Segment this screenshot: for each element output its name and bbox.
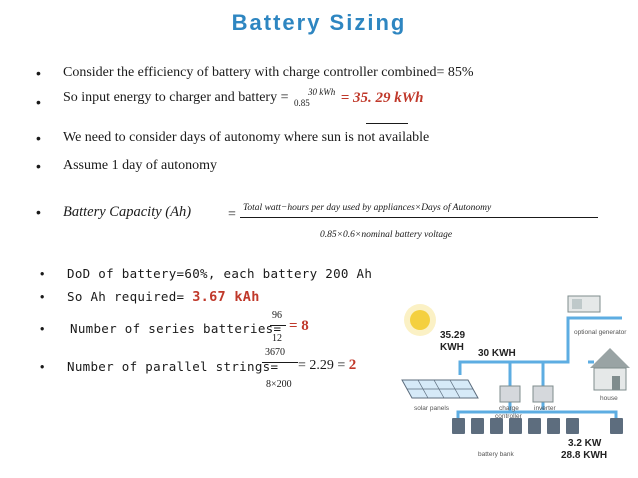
kw-label: 3.2 KW xyxy=(568,438,602,449)
bullet-text: DoD of battery=60%, each battery 200 Ah xyxy=(67,266,373,281)
solar-panels-icon xyxy=(401,379,479,399)
solar-system-diagram: 35.29 KWH 30 KWH solar panels charge con… xyxy=(401,295,630,461)
thirty-kwh-label: 30 KWH xyxy=(478,348,516,359)
input-energy-text: So input energy to charger and battery = xyxy=(63,90,289,105)
slide-title: Battery Sizing xyxy=(231,10,407,35)
energy-label: 35.29 xyxy=(440,330,465,341)
bullet-dot: • xyxy=(36,204,41,220)
input-energy-result: = 35. 29 kWh xyxy=(340,90,424,106)
input-energy-fraction: 30 kWh 0.85 xyxy=(294,87,335,109)
ah-required-value: 3.67 kAh xyxy=(192,289,260,305)
sun-icon xyxy=(404,304,436,336)
fraction-denominator: 0.85 xyxy=(293,98,310,108)
bullet-dot: • xyxy=(40,290,45,304)
bullet-text: We need to consider days of autonomy whe… xyxy=(63,130,430,145)
series-fraction-numerator: 96 xyxy=(272,310,282,321)
formula-numerator: Total watt−hours per day used by applian… xyxy=(243,203,492,213)
controller-label: controller xyxy=(495,413,523,420)
formula-equals: = xyxy=(228,207,236,222)
series-fraction-denominator: 12 xyxy=(272,333,282,344)
bullet-dot: • xyxy=(40,360,45,374)
energy-unit-label: KWH xyxy=(440,342,464,353)
kwh-total-label: 28.8 KWH xyxy=(561,450,607,461)
parallel-strings-eq: = 2.29 = xyxy=(298,358,349,373)
wires xyxy=(456,316,622,418)
bullet-dot: • xyxy=(36,130,41,146)
generator-icon xyxy=(567,295,601,313)
formula-bar xyxy=(240,217,598,218)
bullet-dot: • xyxy=(40,322,45,336)
charge-label: charge xyxy=(499,405,519,412)
solar-panels-label: solar panels xyxy=(414,405,450,412)
house-label: house xyxy=(600,395,618,402)
charge-controller-icon xyxy=(499,385,521,403)
battery-bank-label: battery bank xyxy=(478,451,515,458)
parallel-strings-text: Number of parallel strings= xyxy=(67,359,279,374)
fraction-numerator: 30 kWh xyxy=(307,87,336,97)
series-batteries-text: Number of series batteries= xyxy=(70,321,282,336)
bullet-dot: • xyxy=(40,267,45,281)
inverter-icon xyxy=(532,385,554,403)
parallel-fraction-denominator: 8×200 xyxy=(266,379,292,390)
ah-required-text: So Ah required= xyxy=(67,289,193,304)
parallel-strings-equals: = 2.29 = 2 xyxy=(298,357,356,374)
result-underline xyxy=(366,123,408,124)
battery-bank-icon xyxy=(452,418,623,434)
bullet-dot: • xyxy=(36,94,41,110)
bullet-dot: • xyxy=(36,65,41,81)
parallel-fraction-numerator: 3670 xyxy=(265,347,285,358)
bullet-text: Consider the efficiency of battery with … xyxy=(63,65,474,80)
series-batteries-result: = 8 xyxy=(289,318,309,334)
inverter-label: inverter xyxy=(534,405,557,412)
bullet-text: Assume 1 day of autonomy xyxy=(63,158,217,173)
battery-capacity-label: Battery Capacity (Ah) xyxy=(63,204,192,220)
house-icon xyxy=(590,348,630,391)
parallel-fraction-bar xyxy=(262,362,298,363)
bullet-dot: • xyxy=(36,158,41,174)
series-fraction-bar xyxy=(270,325,286,326)
generator-label: optional generator xyxy=(574,329,627,336)
formula-denominator: 0.85×0.6×nominal battery voltage xyxy=(320,230,453,240)
parallel-strings-result: 2 xyxy=(348,357,357,373)
